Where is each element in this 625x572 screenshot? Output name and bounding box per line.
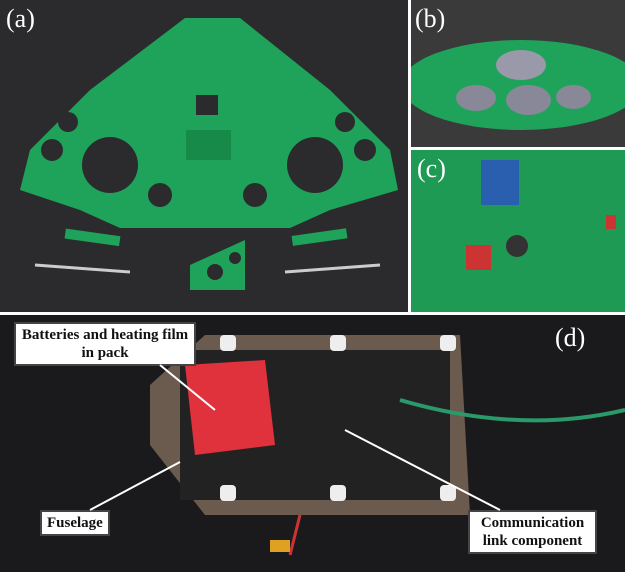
panel-b-label: (b) — [415, 4, 446, 33]
panel-c-circuit-photo: (c) — [411, 150, 625, 312]
panel-a-label: (a) — [6, 4, 35, 33]
callout-communication: Communication link component — [468, 510, 597, 554]
panel-d-label: (d) — [555, 323, 586, 352]
callout-batteries: Batteries and heating film in pack — [14, 322, 196, 366]
pcb-wing-shape — [20, 18, 398, 290]
panel-c-label: (c) — [417, 154, 446, 183]
panel-a-pcb-parts-photo: (a) — [0, 0, 408, 312]
panel-b-heating-film-photo: (b) — [411, 0, 625, 147]
callout-fuselage: Fuselage — [40, 510, 110, 536]
